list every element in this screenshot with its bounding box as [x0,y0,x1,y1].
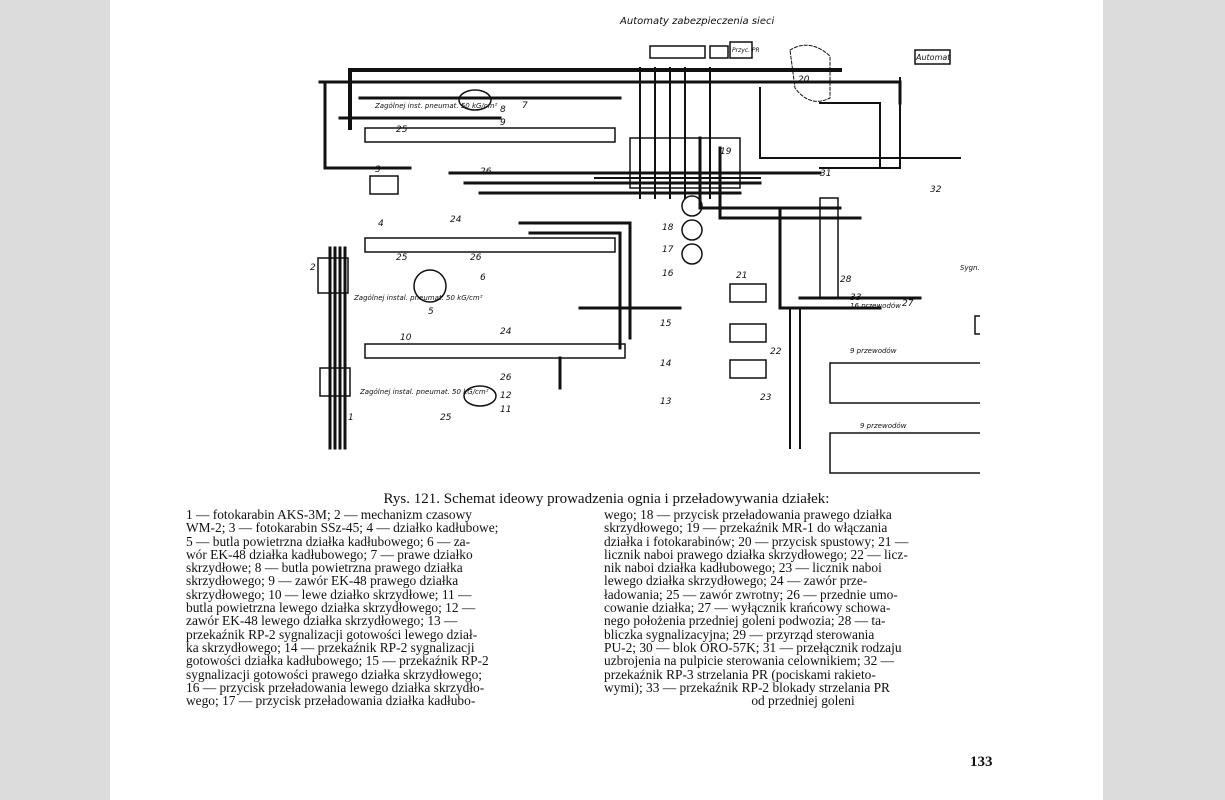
przycisk-pr-label: Przyc. PR [732,47,760,54]
caption-line: 1 — fotokarabin AKS-3M; 2 — mechanizm cz… [186,507,472,522]
undercarriage-signal-label: Sygn. podwozia hamul. aerod. BU ładek AN… [960,264,980,272]
caption-line: butla powietrzna lewego działka skrzydło… [186,600,476,616]
num-20: 20 [798,75,810,85]
book-page: Automaty zabezpieczenia sieci Automat Pr… [110,0,1118,800]
caption-right-column: wego; 18 — przycisk przeładowania praweg… [604,507,1002,709]
caption-line: PU-2; 30 — blok ORO-57K; 31 — przełączni… [604,639,902,655]
caption-line: ładowania; 25 — zawór zwrotny; 26 — prze… [604,586,898,602]
num-25a: 25 [396,125,408,135]
num-26c: 26 [500,373,512,383]
automat-label: Automat [915,53,951,62]
wires-16-label: 16 przewodów [850,302,901,310]
caption-line: działka i fotokarabinów; 20 — przycisk s… [604,533,909,549]
num-21: 21 [736,271,747,281]
caption-line: gotowości działka kadłubowego; 15 — prze… [186,653,489,669]
pneumatic-label-mid: Zagólnej instal. pneumat. 50 kG/cm² [353,294,483,302]
caption-line: nego położenia przedniej goleni podwozia… [604,613,886,629]
num-14: 14 [660,359,672,369]
num-11: 11 [500,405,511,415]
caption-line: wór EK-48 działka kadłubowego; 7 — prawe… [186,546,473,562]
caption-line: nik naboi działka kadłubowego; 23 — licz… [604,560,882,576]
caption-line: bliczka sygnalizacyjna; 29 — przyrząd st… [604,626,875,642]
num-12: 12 [500,391,512,401]
num-33: 33 [850,293,862,303]
num-10: 10 [400,333,412,343]
caption-line: uzbrojenia na pulpicie sterowania celown… [604,653,895,669]
num-8: 8 [500,105,506,115]
num-22: 22 [770,347,782,357]
num-19: 19 [720,147,732,157]
num-24a: 24 [450,215,462,225]
num-27: 27 [902,299,914,309]
caption-line: ka skrzydłowego; 14 — przekaźnik RP-2 sy… [186,639,475,655]
pneumatic-label-bottom: Zagólnej instal. pneumat. 50 kG/cm² [359,388,489,396]
num-6: 6 [480,273,486,283]
wiring-schematic: Automaty zabezpieczenia sieci Automat Pr… [200,8,1118,488]
wires-9-label-a: 9 przewodów [850,347,897,355]
caption-left-column: 1 — fotokarabin AKS-3M; 2 — mechanizm cz… [186,507,588,709]
caption-line: 5 — butla powietrzna działka kadłubowego… [186,533,471,549]
num-24b: 24 [500,327,512,337]
num-31: 31 [820,169,831,179]
schematic-svg: Automaty zabezpieczenia sieci Automat Pr… [310,16,1118,474]
caption-line: WM-2; 3 — fotokarabin SSz-45; 4 — działk… [186,520,499,536]
pneumatic-label-top: Zagólnej inst. pneumat. 50 kG/cm² [374,102,497,110]
caption-line: zawór EK-48 lewego działka skrzydłowego;… [186,613,458,629]
caption-line: lewego działka skrzydłowego; 24 — zawór … [604,573,868,589]
figure-caption-title: Rys. 121. Schemat ideowy prowadzenia ogn… [383,491,830,507]
num-9: 9 [500,118,506,128]
num-25c: 25 [440,413,452,423]
num-3: 3 [375,165,381,175]
caption-line: skrzydłowe; 8 — butla powietrzna prawego… [186,560,463,576]
num-1: 1 [348,413,354,423]
num-26a: 26 [480,167,492,177]
schematic-top-label: Automaty zabezpieczenia sieci [619,16,774,27]
wires-9-label-b: 9 przewodów [860,422,907,430]
caption-line: wego; 18 — przycisk przeładowania praweg… [604,507,892,522]
num-16: 16 [662,269,674,279]
caption-line: licznik naboi prawego działka skrzydłowe… [604,546,908,562]
num-5: 5 [428,307,434,317]
caption-line: wego; 17 — przycisk przeładowania działk… [186,693,476,709]
caption-line: sygnalizacji gotowości prawego działka s… [186,666,482,682]
num-13: 13 [660,397,672,407]
num-15: 15 [660,319,672,329]
num-26b: 26 [470,253,482,263]
caption-line: przekaźnik RP-2 sygnalizacji gotowości l… [186,626,478,642]
caption-line: 16 — przycisk przeładowania lewego dział… [186,679,485,695]
page-number: 133 [970,754,993,770]
num-25b: 25 [396,253,408,263]
num-17: 17 [662,245,674,255]
num-18: 18 [662,223,674,233]
caption-line: cowanie działka; 27 — wyłącznik krańcowy… [604,600,891,616]
num-28: 28 [840,275,852,285]
num-32: 32 [930,185,942,195]
caption-line: skrzydłowego; 10 — lewe działko skrzydło… [186,586,472,602]
caption-line: od przedniej goleni [751,693,855,709]
caption-line: skrzydłowego; 9 — zawór EK-48 prawego dz… [186,573,459,589]
caption-line: wymi); 33 — przekaźnik RP-2 blokady strz… [604,679,890,695]
num-7: 7 [522,101,528,111]
num-2: 2 [310,263,316,273]
caption-line: przekaźnik RP-3 strzelania PR (pociskami… [604,666,876,682]
caption-line: skrzydłowego; 19 — przekaźnik MR-1 do wł… [604,520,888,536]
num-4: 4 [378,219,384,229]
num-23: 23 [760,393,772,403]
